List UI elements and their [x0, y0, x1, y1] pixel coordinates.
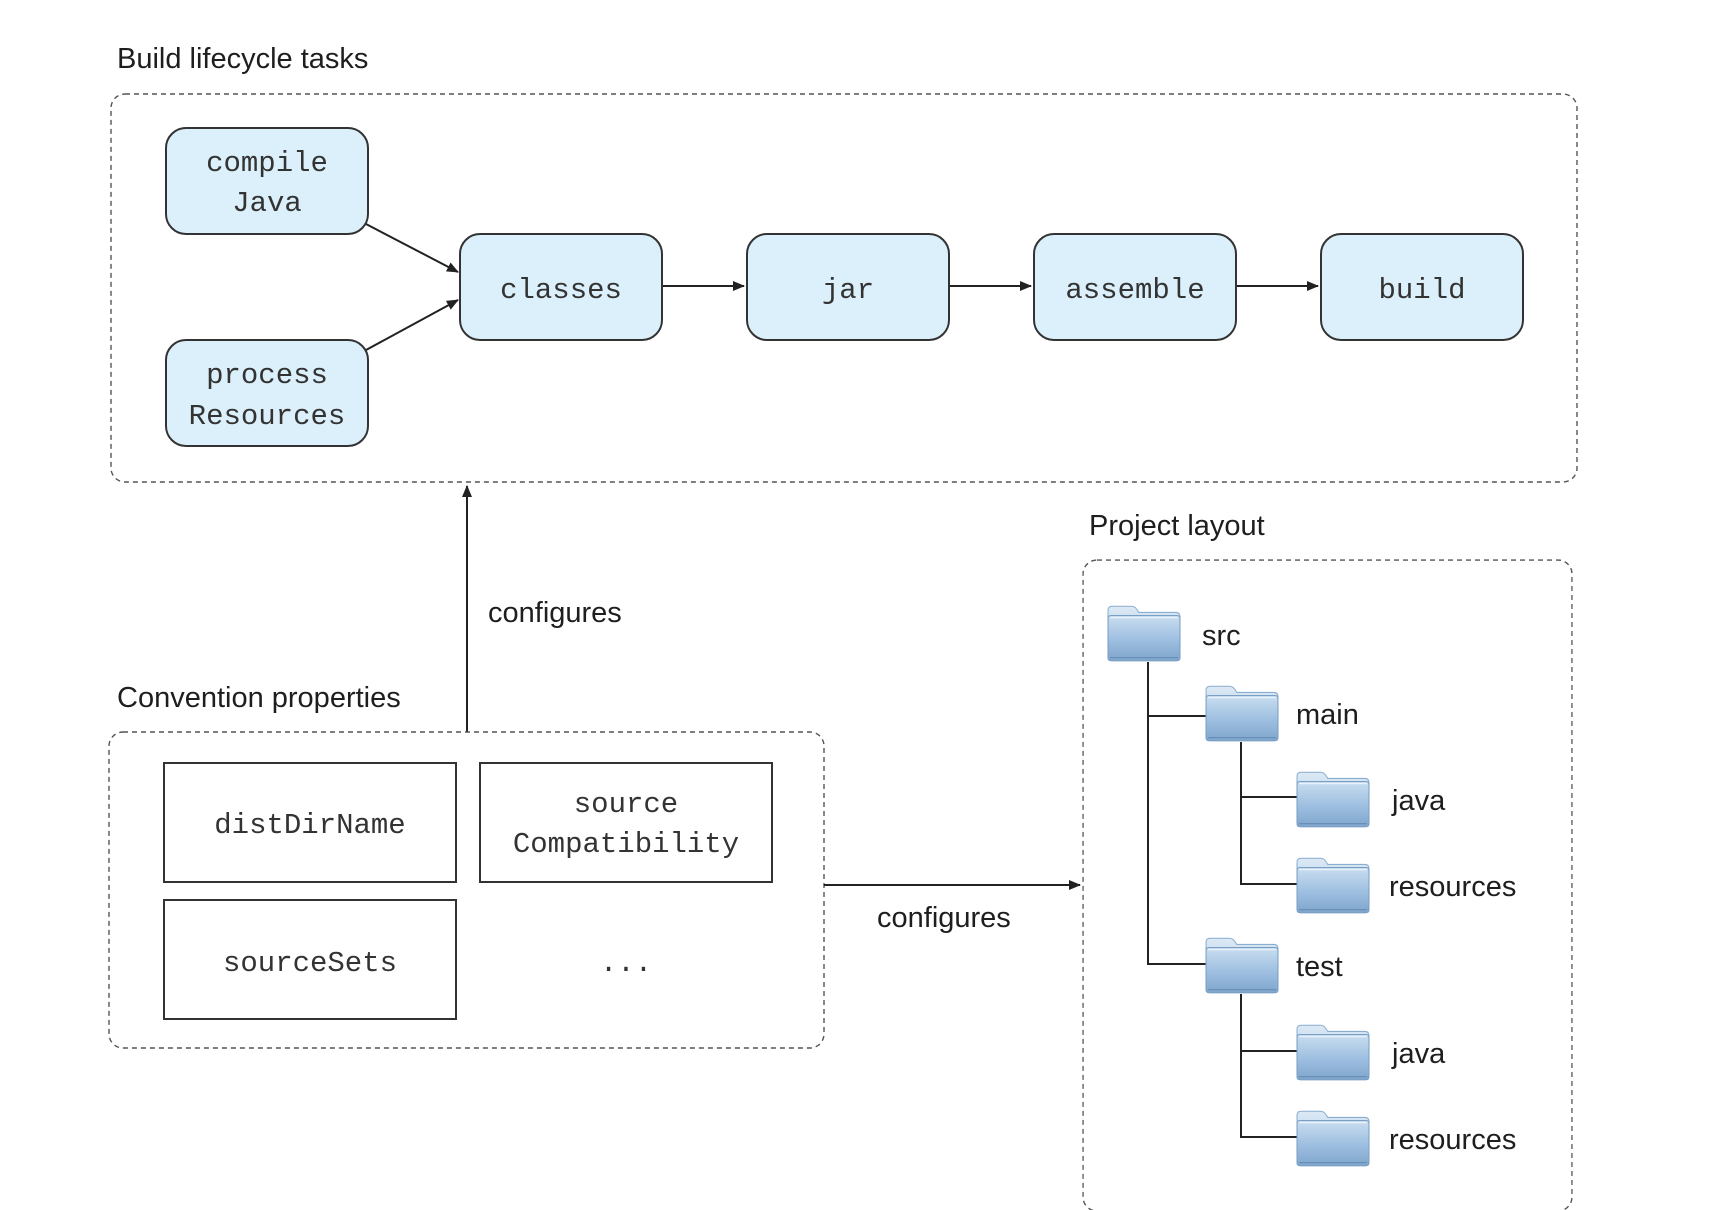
property-source-sets: sourceSets: [163, 899, 457, 1020]
configures-layout-label: configures: [877, 902, 1011, 934]
task-assemble-label: assemble: [1065, 274, 1204, 307]
property-source-sets-label: sourceSets: [223, 947, 397, 980]
task-jar: jar: [746, 233, 950, 341]
tree-connectors: [1147, 662, 1298, 1138]
configures-tasks-label: configures: [488, 597, 622, 629]
task-assemble: assemble: [1033, 233, 1237, 341]
property-dist-dir-name: distDirName: [163, 762, 457, 883]
task-build-label: build: [1378, 274, 1465, 307]
folder-icon: [1205, 937, 1279, 994]
property-source-compatibility-line2: Compatibility: [513, 828, 739, 861]
folder-icon: [1296, 1024, 1370, 1081]
folder-test-resources: resources: [1296, 1110, 1516, 1167]
convention-properties-frame: [108, 731, 825, 1049]
project-layout-title: Project layout: [1089, 510, 1265, 542]
property-source-compatibility-line1: source: [574, 788, 678, 821]
build-lifecycle-frame: [110, 93, 1578, 483]
task-classes-label: classes: [500, 274, 622, 307]
folder-main-resources-label: resources: [1389, 871, 1516, 903]
folder-test-label: test: [1296, 951, 1343, 983]
task-classes: classes: [459, 233, 663, 341]
task-compile-java-line2: Java: [232, 187, 302, 220]
folder-test-java-label: java: [1391, 1038, 1446, 1070]
task-jar-label: jar: [822, 274, 874, 307]
folder-test-resources-label: resources: [1389, 1124, 1516, 1156]
folder-test-java: java: [1296, 1024, 1446, 1081]
folder-icon: [1296, 1110, 1370, 1167]
build-lifecycle-title: Build lifecycle tasks: [117, 43, 368, 75]
convention-properties-title: Convention properties: [117, 682, 401, 714]
folder-icon: [1107, 605, 1181, 662]
task-compile-java: compile Java: [165, 127, 369, 235]
task-process-resources-line2: Resources: [189, 400, 346, 433]
folder-main: main: [1205, 685, 1359, 742]
folder-test: test: [1205, 937, 1343, 994]
task-process-resources: process Resources: [165, 339, 369, 447]
edge-process-resources-to-classes: [365, 299, 459, 351]
edge-compile-java-to-classes: [365, 223, 459, 273]
task-build: build: [1320, 233, 1524, 341]
property-dist-dir-name-label: distDirName: [214, 809, 405, 842]
folder-icon: [1296, 857, 1370, 914]
folder-main-java: java: [1296, 771, 1446, 828]
folder-src-label: src: [1202, 620, 1241, 652]
property-more-ellipsis: ...: [600, 947, 652, 980]
folder-main-resources: resources: [1296, 857, 1516, 914]
project-layout-frame: [1083, 560, 1572, 1210]
folder-icon: [1296, 771, 1370, 828]
property-source-compatibility: source Compatibility: [479, 762, 773, 883]
task-compile-java-line1: compile: [206, 147, 328, 180]
folder-icon: [1205, 685, 1279, 742]
folder-main-java-label: java: [1391, 785, 1446, 817]
task-process-resources-line1: process: [206, 359, 328, 392]
folder-src: src: [1107, 605, 1241, 662]
folder-main-label: main: [1296, 699, 1359, 731]
